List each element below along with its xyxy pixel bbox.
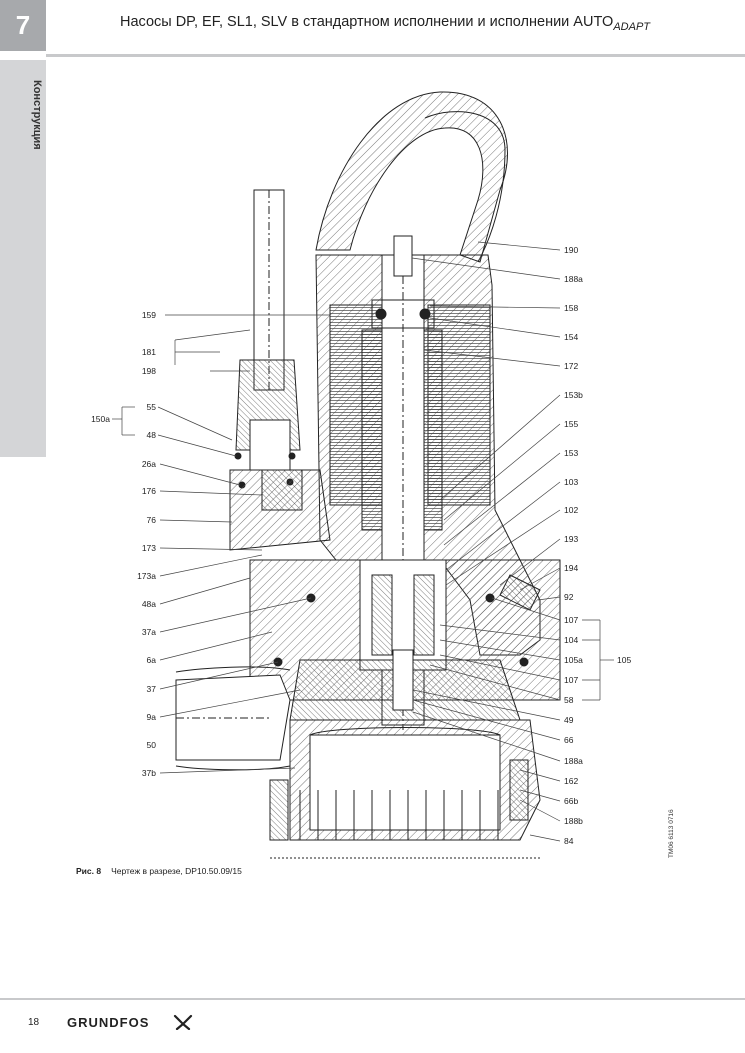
- callout-label-194: 194: [564, 563, 579, 573]
- callout-label-55: 55: [146, 402, 156, 412]
- page-title-subscript: ADAPT: [613, 20, 651, 33]
- callout-label-66b: 66b: [564, 796, 579, 806]
- callout-label-198: 198: [141, 366, 156, 376]
- callout-label-26a: 26a: [141, 459, 156, 469]
- chapter-number: 7: [15, 10, 31, 40]
- callout-label-37: 37: [146, 684, 156, 694]
- side-tab-label: Конструкция: [31, 80, 43, 150]
- figure-caption-label: Рис. 8: [76, 866, 102, 876]
- figure-caption-text: Чертеж в разрезе, DP10.50.09/15: [111, 866, 242, 876]
- callout-label-6a: 6a: [146, 655, 156, 665]
- callout-label-48a: 48a: [141, 599, 156, 609]
- callout-label-84: 84: [564, 836, 574, 846]
- callout-label-150a: 150a: [91, 414, 110, 424]
- callout-label-188b: 188b: [564, 816, 583, 826]
- callout-label-76: 76: [146, 515, 156, 525]
- callout-label-66: 66: [564, 735, 574, 745]
- callout-label-155: 155: [564, 419, 579, 429]
- callout-label-107: 107: [564, 675, 579, 685]
- brand-logo-text: GRUNDFOS: [67, 1015, 150, 1030]
- callout-label-105a: 105a: [564, 655, 583, 665]
- footer-divider: [0, 998, 745, 1000]
- pump-cross-section-drawing: [112, 91, 614, 859]
- callout-label-102: 102: [564, 505, 579, 515]
- callout-label-172: 172: [564, 361, 579, 371]
- callout-label-193: 193: [564, 534, 579, 544]
- callout-label-103: 103: [564, 477, 579, 487]
- callout-label-181: 181: [141, 347, 156, 357]
- page-title-main: Насосы DP, EF, SL1, SLV в стандартном ис…: [120, 14, 614, 30]
- callout-label-173: 173: [141, 543, 156, 553]
- callout-label-37a: 37a: [141, 627, 156, 637]
- callout-label-48: 48: [146, 430, 156, 440]
- header-divider: [46, 54, 745, 57]
- drawing-geometry: [112, 91, 614, 859]
- callout-label-104: 104: [564, 635, 579, 645]
- callout-label-173a: 173a: [137, 571, 156, 581]
- callout-label-153: 153: [564, 448, 579, 458]
- callout-label-105: 105: [617, 655, 632, 665]
- callout-label-188a: 188a: [564, 274, 583, 284]
- callout-label-154: 154: [564, 332, 579, 342]
- page-title: Насосы DP, EF, SL1, SLV в стандартном ис…: [120, 14, 650, 33]
- grundfos-logo-icon: [173, 1014, 193, 1030]
- chapter-number-box: 7: [0, 0, 46, 51]
- callout-label-188a: 188a: [564, 756, 583, 766]
- callout-label-159: 159: [141, 310, 156, 320]
- callout-label-49: 49: [564, 715, 574, 725]
- page-number: 18: [28, 1017, 40, 1028]
- figure-caption: Рис. 8 Чертеж в разрезе, DP10.50.09/15: [76, 866, 242, 876]
- callout-label-58: 58: [564, 695, 574, 705]
- drawing-code: TM06 6113 0716: [668, 809, 675, 858]
- callout-label-176: 176: [141, 486, 156, 496]
- callout-label-158: 158: [564, 303, 579, 313]
- callout-label-9a: 9a: [146, 712, 156, 722]
- callout-label-92: 92: [564, 592, 574, 602]
- callout-label-50: 50: [146, 740, 156, 750]
- callout-label-162: 162: [564, 776, 579, 786]
- callout-label-107: 107: [564, 615, 579, 625]
- side-tab: [0, 60, 46, 457]
- callout-label-37b: 37b: [141, 768, 156, 778]
- callout-label-153b: 153b: [564, 390, 583, 400]
- callout-label-190: 190: [564, 245, 579, 255]
